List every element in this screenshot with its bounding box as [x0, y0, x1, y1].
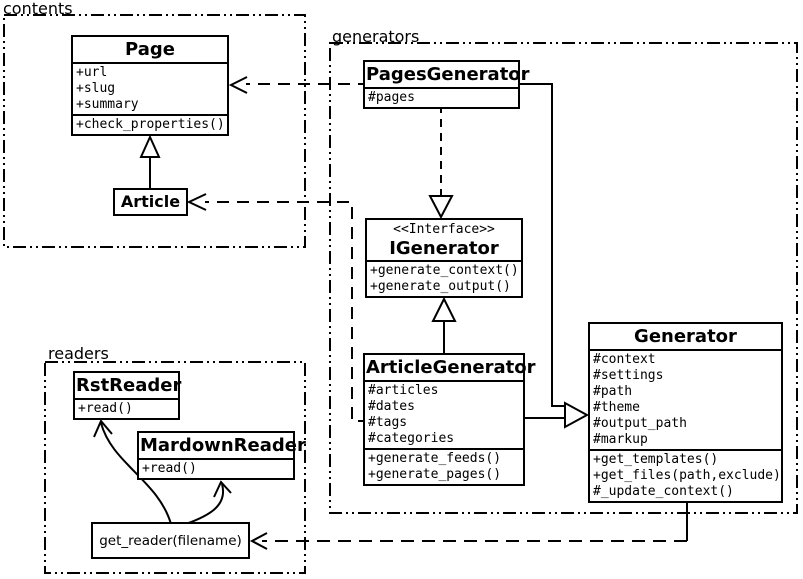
class-generator-attributes: #context#settings#path#theme#output_path…: [590, 349, 781, 449]
package-label-readers: readers: [48, 344, 109, 363]
class-generator: Generator #context#settings#path#theme#o…: [588, 322, 783, 503]
class-mardownreader: MardownReader +read(): [137, 431, 306, 480]
function-box-get-reader: get_reader(filename): [91, 522, 250, 559]
inheritance-arrow-article-to-page: [139, 134, 161, 190]
member-row: +summary: [76, 97, 139, 112]
member-row: #settings: [593, 368, 664, 383]
member-row: +check_properties(): [76, 117, 225, 132]
dependency-arrow-articlegenerator-to-article: [186, 193, 370, 422]
package-label-contents: contents: [3, 0, 73, 18]
member-row: +generate_context(): [370, 263, 519, 278]
member-row: #_update_context(): [593, 484, 734, 499]
class-page: Page +url+slug+summary +check_properties…: [71, 35, 229, 136]
member-row: #categories: [368, 431, 455, 446]
member-row: +read(): [142, 461, 197, 476]
member-row: +read(): [78, 401, 133, 416]
class-mardownreader-title: MardownReader: [140, 435, 306, 456]
function-box-get-reader-label: get_reader(filename): [99, 532, 242, 549]
member-row: #theme: [593, 400, 640, 415]
class-pagesgenerator-attributes: #pages: [365, 87, 518, 107]
member-row: +url: [76, 65, 108, 80]
class-page-title: Page: [125, 39, 175, 60]
curved-arrow-getreader-to-rstreader: [93, 419, 172, 525]
class-igenerator-title: IGenerator: [389, 238, 499, 259]
member-row: +slug: [76, 81, 116, 96]
member-row: +generate_feeds(): [368, 451, 502, 466]
member-row: #path: [593, 384, 633, 399]
class-rstreader: RstReader +read(): [73, 371, 182, 420]
member-row: #articles: [368, 383, 439, 398]
realization-arrow-pagesgenerator-to-igenerator: [428, 105, 454, 220]
member-row: #context: [593, 352, 656, 367]
inheritance-arrow-generators-to-generator: [515, 83, 590, 429]
curved-arrow-getreader-to-mardownreader: [185, 480, 232, 525]
member-row: +generate_pages(): [368, 467, 502, 482]
member-row: #output_path: [593, 416, 687, 431]
package-border-readers: [44, 361, 306, 574]
class-articlegenerator-attributes: #articles#dates#tags#categories: [365, 380, 523, 448]
class-generator-title: Generator: [634, 326, 737, 347]
class-rstreader-title: RstReader: [76, 375, 182, 396]
class-igenerator-stereotype: <<Interface>>: [393, 222, 495, 237]
class-article-title: Article: [120, 192, 181, 211]
class-page-attributes: +url+slug+summary: [73, 62, 227, 114]
package-border-generators: [329, 42, 798, 514]
class-pagesgenerator: PagesGenerator #pages: [363, 60, 530, 109]
class-igenerator: <<Interface>> IGenerator +generate_conte…: [365, 218, 523, 298]
class-generator-methods: +get_templates()+get_files(path,exclude)…: [590, 449, 781, 501]
package-label-generators: generators: [332, 27, 420, 46]
member-row: #pages: [368, 90, 415, 105]
member-row: +get_templates(): [593, 452, 719, 467]
class-articlegenerator: ArticleGenerator #articles#dates#tags#ca…: [363, 353, 536, 486]
dependency-arrow-generator-to-getreader: [249, 495, 688, 550]
member-row: #markup: [593, 432, 648, 447]
class-igenerator-methods: +generate_context()+generate_output(): [367, 260, 521, 296]
member-row: #tags: [368, 415, 408, 430]
package-border-contents: [3, 14, 306, 248]
class-rstreader-methods: +read(): [75, 398, 178, 418]
class-articlegenerator-title: ArticleGenerator: [366, 357, 536, 378]
class-articlegenerator-methods: +generate_feeds()+generate_pages(): [365, 448, 523, 484]
class-article: Article: [113, 188, 188, 216]
class-mardownreader-methods: +read(): [139, 458, 293, 478]
member-row: #dates: [368, 399, 415, 414]
dependency-arrow-pagesgenerator-to-page: [228, 76, 370, 94]
class-pagesgenerator-title: PagesGenerator: [366, 64, 530, 85]
inheritance-arrow-articlegenerator-to-igenerator: [431, 296, 457, 356]
member-row: +get_files(path,exclude): [593, 468, 781, 483]
member-row: +generate_output(): [370, 279, 511, 294]
class-page-methods: +check_properties(): [73, 114, 227, 134]
